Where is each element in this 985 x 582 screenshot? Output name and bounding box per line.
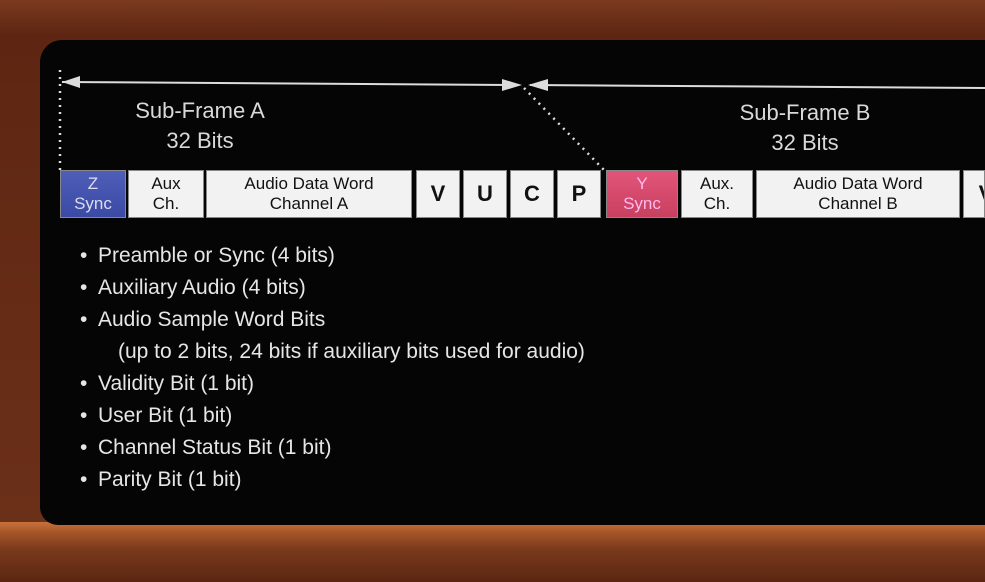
- list-item: • Parity Bit (1 bit): [80, 464, 585, 496]
- z-sync-text: Sync: [74, 194, 112, 213]
- aux-b-line1: Aux.: [699, 174, 735, 193]
- bit-legend-list: • Preamble or Sync (4 bits) • Auxiliary Au…: [80, 240, 585, 496]
- arrowhead-right-a: [502, 79, 522, 91]
- validity-bit-cell: V: [416, 170, 460, 218]
- parity-bit-cell: P: [557, 170, 601, 218]
- wood-frame-ledge: [0, 522, 985, 582]
- sub-frame-b-bits: 32 Bits: [771, 130, 839, 155]
- sub-frame-a-span-line: [61, 81, 519, 86]
- z-sync-cell: Z Sync: [60, 170, 126, 218]
- channel-status-bit-cell: C: [510, 170, 554, 218]
- arrowhead-left-a: [62, 76, 80, 88]
- arrowhead-left-b: [528, 79, 548, 91]
- bullet-glyph: •: [80, 372, 88, 395]
- aux-b-cell: Aux. Ch.: [681, 170, 753, 218]
- list-item-text: User Bit (1 bit): [98, 404, 233, 427]
- audio-word-note: (up to 2 bits, 24 bits if auxiliary bits…: [118, 340, 585, 363]
- validity-bit-b-letter: V: [979, 183, 984, 205]
- y-sync-text: Sync: [623, 194, 661, 213]
- validity-bit-b-cell: V: [963, 170, 985, 218]
- bullet-glyph: •: [80, 276, 88, 299]
- aux-a-line1: Aux: [151, 174, 181, 193]
- bit-field-row: Z Sync Aux Ch. Audio Data Word Channel A…: [0, 170, 985, 218]
- list-item-text: Auxiliary Audio (4 bits): [98, 276, 306, 299]
- audio-data-b-cell: Audio Data Word Channel B: [756, 170, 960, 218]
- list-item: • User Bit (1 bit): [80, 400, 585, 432]
- user-bit-cell: U: [463, 170, 507, 218]
- aux-a-cell: Aux Ch.: [128, 170, 204, 218]
- sub-frame-a-label: Sub-Frame A 32 Bits: [100, 96, 300, 156]
- audio-data-a-cell: Audio Data Word Channel A: [206, 170, 412, 218]
- sub-frame-b-span-line: [529, 84, 985, 89]
- list-item: • Auxiliary Audio (4 bits): [80, 272, 585, 304]
- list-item: • Preamble or Sync (4 bits): [80, 240, 585, 272]
- list-item-text: Audio Sample Word Bits: [98, 308, 326, 331]
- bullet-glyph: •: [80, 244, 88, 267]
- list-item: • Channel Status Bit (1 bit): [80, 432, 585, 464]
- bullet-glyph: •: [80, 308, 88, 331]
- bullet-glyph: •: [80, 404, 88, 427]
- bullet-glyph: •: [80, 436, 88, 459]
- list-item-text: Validity Bit (1 bit): [98, 372, 254, 395]
- list-item: • Validity Bit (1 bit): [80, 368, 585, 400]
- list-item-text: Preamble or Sync (4 bits): [98, 244, 335, 267]
- sub-frame-b-label: Sub-Frame B 32 Bits: [705, 98, 905, 158]
- aux-b-line2: Ch.: [703, 194, 731, 213]
- audio-data-a-line2: Channel A: [269, 194, 349, 213]
- boundary-diagonal-dotted: [523, 87, 607, 173]
- diagram-panel: [40, 40, 985, 525]
- y-sync-letter: Y: [636, 174, 648, 193]
- list-item-text: Parity Bit (1 bit): [98, 468, 242, 491]
- audio-data-a-line1: Audio Data Word: [244, 174, 374, 193]
- y-sync-cell: Y Sync: [606, 170, 678, 218]
- sub-frame-a-bits: 32 Bits: [166, 128, 234, 153]
- sub-frame-a-title: Sub-Frame A: [135, 98, 265, 123]
- list-item-text: Channel Status Bit (1 bit): [98, 436, 332, 459]
- audio-data-b-line1: Audio Data Word: [793, 174, 923, 193]
- z-sync-letter: Z: [87, 174, 99, 193]
- audio-data-b-line2: Channel B: [818, 194, 898, 213]
- sub-frame-b-title: Sub-Frame B: [739, 100, 871, 125]
- bullet-glyph: •: [80, 468, 88, 491]
- list-item: • Audio Sample Word Bits: [80, 304, 585, 336]
- aux-a-line2: Ch.: [152, 194, 180, 213]
